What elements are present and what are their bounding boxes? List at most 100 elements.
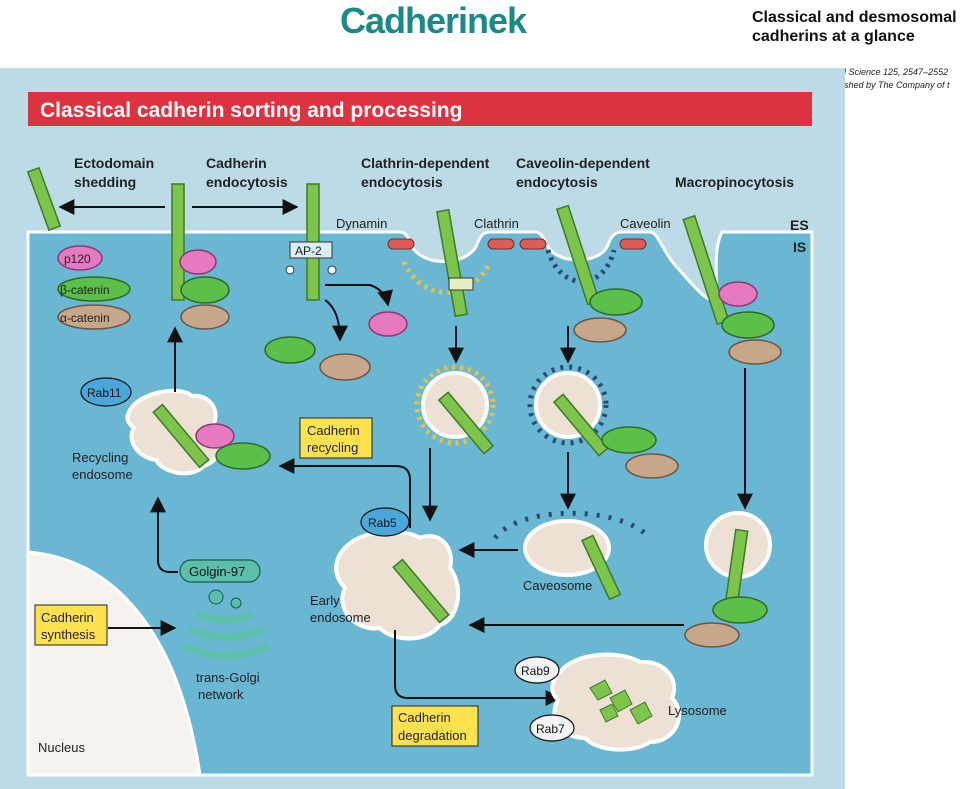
p120-recycling <box>195 423 235 449</box>
is-label: IS <box>793 239 806 255</box>
rab11-label: Rab11 <box>87 386 122 400</box>
cadherin-degradation-label-2: degradation <box>398 728 467 743</box>
heading-endocytosis-2: endocytosis <box>206 174 288 190</box>
ap2-adaptor-left <box>285 265 295 275</box>
beta-catenin-legend <box>57 276 131 302</box>
heading-clathrin-dependent-2: endocytosis <box>361 174 443 190</box>
banner <box>28 92 812 126</box>
cadherin-caveolin-vesicle <box>552 393 610 457</box>
p120-label: p120 <box>64 252 91 266</box>
rab9-label: Rab9 <box>521 664 550 678</box>
rab9 <box>514 656 560 684</box>
arrow-early-to-recycling <box>278 458 411 528</box>
rab5-label: Rab5 <box>368 516 397 530</box>
golgin-97-label: Golgin-97 <box>189 564 245 579</box>
heading-ectodomain-1: Ectodomain <box>74 155 154 171</box>
golgi-vesicle-1 <box>208 589 224 605</box>
alpha-catenin-macropino <box>728 339 782 365</box>
arrow-early-to-lysosome <box>394 630 562 706</box>
cadherin-membrane-1 <box>171 183 185 301</box>
rab7-label: Rab7 <box>536 722 565 736</box>
cadherin-fragment-4 <box>599 703 619 723</box>
cadherin-degradation-box <box>391 705 479 747</box>
cadherin-recycling-endosome <box>152 403 210 469</box>
dynamin-1 <box>387 238 415 250</box>
recycling-endosome-label-2: endosome <box>72 467 133 482</box>
caveosome <box>523 519 611 577</box>
heading-caveolin-dependent-2: endocytosis <box>516 174 598 190</box>
heading-macropinocytosis: Macropinocytosis <box>675 174 794 190</box>
dynamin-3 <box>519 238 547 250</box>
cadherin-caveosome <box>581 534 622 601</box>
citation-line-1: ll Science 125, 2547–2552 <box>842 67 949 77</box>
ap2-box <box>289 241 333 259</box>
alpha-catenin-membrane-1 <box>180 304 230 330</box>
heading-endocytosis-1: Cadherin <box>206 155 267 171</box>
alpha-catenin-released <box>319 353 371 381</box>
p120-membrane-1 <box>179 249 217 275</box>
lysosome-label: Lysosome <box>668 703 727 718</box>
heading-caveolin-dependent-1: Caveolin-dependent <box>516 155 650 171</box>
golgi-cisterna-3 <box>182 643 270 660</box>
dynamin-label: Dynamin <box>336 216 387 231</box>
tgn-label-1: trans-Golgi <box>196 670 260 685</box>
dynamin-4 <box>619 238 647 250</box>
es-label: ES <box>790 217 809 233</box>
alpha-catenin-label: α-catenin <box>60 311 110 325</box>
page-title: Cadherinek <box>340 0 527 41</box>
golgin-97 <box>179 559 261 583</box>
caveolin-label: Caveolin <box>620 216 671 231</box>
citation-line-2: ished by The Company of t <box>842 80 950 90</box>
banner-title: Classical cadherin sorting and processin… <box>40 99 462 122</box>
p120-macropino <box>718 281 758 307</box>
cadherin-clathrin-vesicle <box>437 391 495 455</box>
figure-diagram: Nucleus Classical cadherin sorting and p… <box>0 68 845 789</box>
ap2-in-pit <box>448 277 474 291</box>
arrow-golgi-to-recycling <box>150 496 178 573</box>
beta-catenin-macropino <box>721 311 775 339</box>
heading-ectodomain-2: shedding <box>74 174 136 190</box>
cadherin-recycling-box <box>299 417 373 459</box>
golgi-vesicle-2 <box>230 597 242 609</box>
beta-catenin-macropinosome <box>712 596 768 624</box>
alpha-catenin-legend <box>57 304 131 330</box>
p120-legend <box>57 245 103 271</box>
arrow-ap2-down <box>324 299 348 342</box>
cadherin-synthesis-box <box>34 604 108 646</box>
beta-catenin-released <box>264 336 316 364</box>
alpha-catenin-macropinosome <box>684 622 740 648</box>
cadherin-synthesis-label-1: Cadherin <box>41 610 94 625</box>
alpha-catenin-caveolin-vesicle <box>625 453 679 479</box>
cadherin-recycling-label-2: recycling <box>307 440 358 455</box>
tgn-label-2: network <box>198 687 244 702</box>
golgi-cisterna-2 <box>188 626 264 641</box>
heading-clathrin-dependent-1: Clathrin-dependent <box>361 155 490 171</box>
page-subtitle: Classical and desmosomal cadherins at a … <box>752 9 957 45</box>
early-endosome-label-2: endosome <box>310 610 371 625</box>
beta-catenin-caveolin-vesicle <box>601 426 657 454</box>
early-endosome <box>334 530 461 641</box>
cadherin-fragment-2 <box>609 689 633 713</box>
caveolin-vesicle-coat <box>527 364 609 446</box>
shed-ectodomain <box>26 166 62 232</box>
arrow-ap2-to-vesicle <box>325 284 394 307</box>
cadherin-fragment-3 <box>629 701 653 725</box>
recycling-endosome-label-1: Recycling <box>72 450 128 465</box>
beta-catenin-membrane-1 <box>180 276 230 304</box>
golgi-cisterna-1 <box>196 611 254 624</box>
beta-catenin-recycling <box>215 442 271 470</box>
cadherin-recycling-label-1: Cadherin <box>307 423 360 438</box>
beta-catenin-label: β-catenin <box>60 283 110 297</box>
caveosome-label: Caveosome <box>523 578 592 593</box>
cadherin-early-endosome <box>392 558 450 624</box>
ap2-adaptor-right <box>327 265 337 275</box>
p120-released <box>368 311 408 337</box>
rab7 <box>529 714 575 742</box>
rab11 <box>80 377 132 407</box>
clathrin-vesicle-coat <box>414 364 496 446</box>
cadherin-degradation-label-1: Cadherin <box>398 710 451 725</box>
figure-panel: Nucleus Classical cadherin sorting and p… <box>0 68 845 789</box>
cadherin-synthesis-label-2: synthesis <box>41 627 96 642</box>
clathrin-label: Clathrin <box>474 216 519 231</box>
ap2-label: AP-2 <box>295 244 322 258</box>
